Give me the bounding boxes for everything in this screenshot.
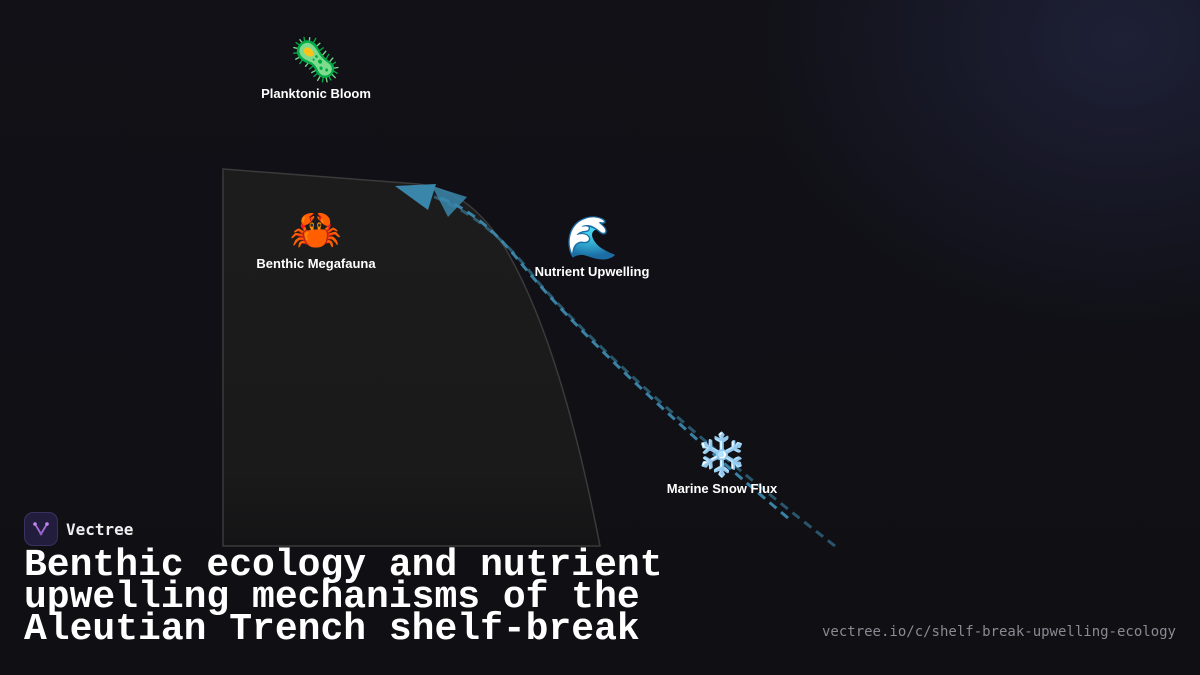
snowflake-icon: ❄️ (695, 430, 749, 479)
node-label: Planktonic Bloom (261, 86, 371, 101)
node-marine-snow-flux: ❄️ Marine Snow Flux (642, 430, 802, 497)
microbe-icon: 🦠 (289, 35, 343, 84)
node-label: Marine Snow Flux (666, 481, 778, 496)
wave-icon: 🌊 (565, 213, 619, 262)
crab-icon: 🦀 (289, 205, 343, 254)
flux-arrow-inner (439, 196, 789, 520)
node-label: Benthic Megafauna (256, 256, 376, 271)
node-benthic-megafauna: 🦀 Benthic Megafauna (236, 205, 396, 272)
arrowhead-outer (395, 184, 436, 210)
brand[interactable]: Vectree (24, 512, 133, 546)
node-label: Nutrient Upwelling (534, 264, 650, 279)
source-url[interactable]: vectree.io/c/shelf-break-upwelling-ecolo… (821, 624, 1176, 640)
node-nutrient-upwelling: 🌊 Nutrient Upwelling (512, 213, 672, 280)
node-planktonic-bloom: 🦠 Planktonic Bloom (236, 35, 396, 102)
brand-name: Vectree (66, 519, 134, 539)
arrowhead-inner (432, 186, 467, 217)
page-title: Benthic ecology and nutrient upwelling m… (24, 544, 663, 651)
vectree-logo-icon (24, 512, 58, 546)
flux-arrow-outer (431, 194, 836, 548)
